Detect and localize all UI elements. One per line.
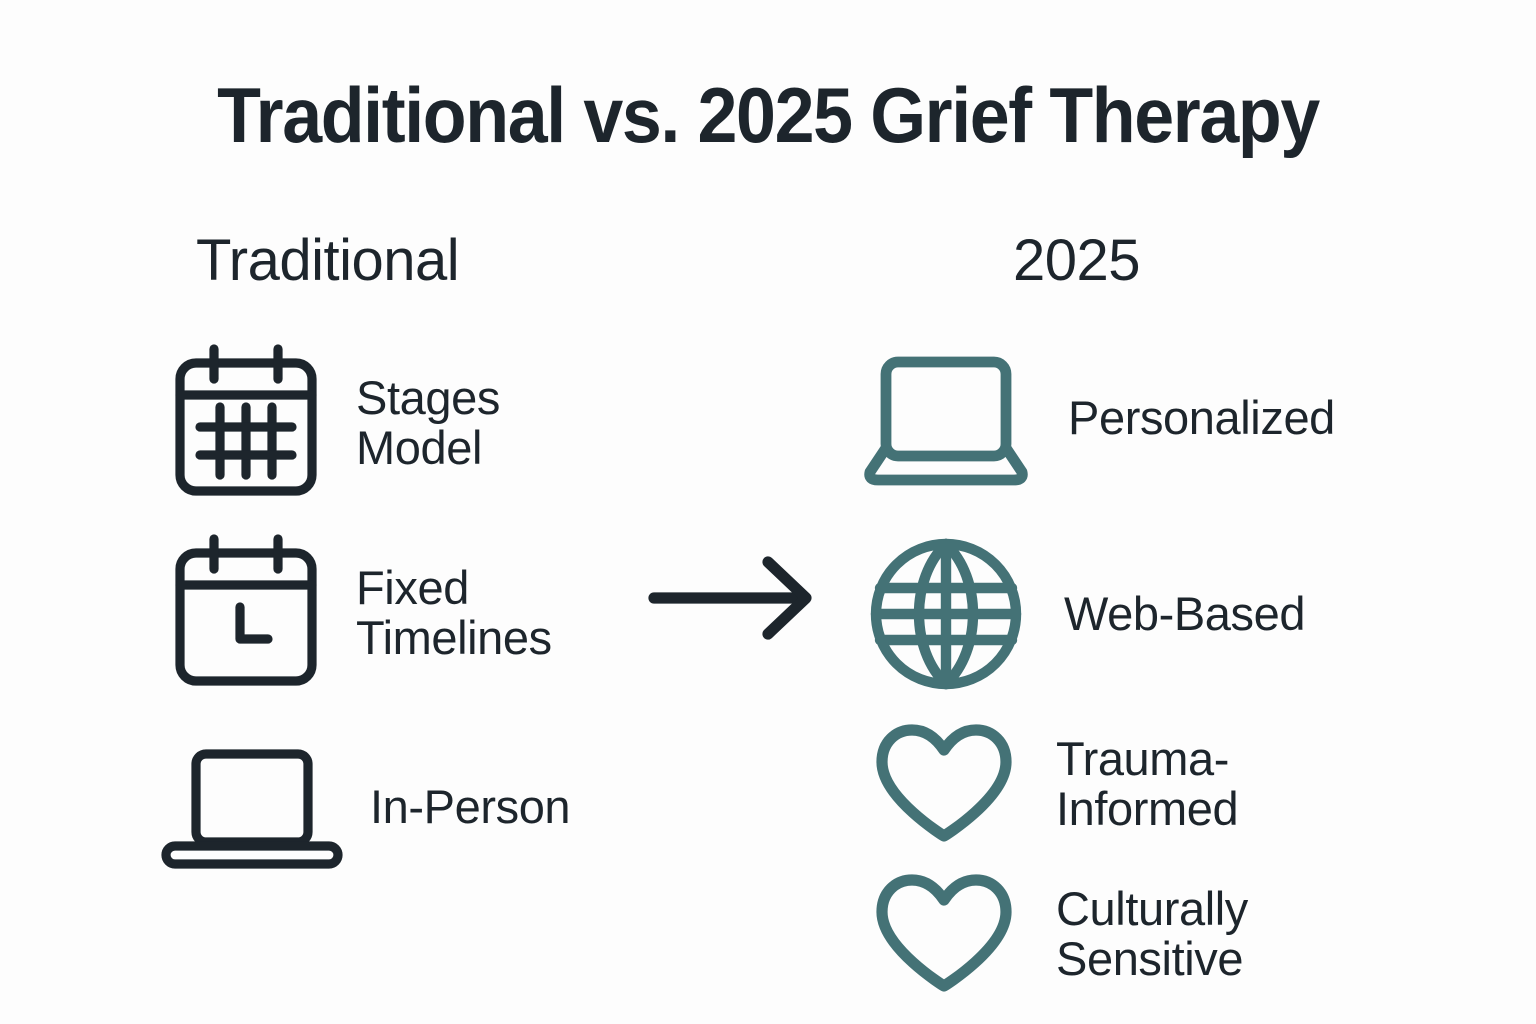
list-item[interactable]: In-Person <box>158 742 571 872</box>
laptop-icon <box>158 742 344 872</box>
list-item-label: Web-Based <box>1064 586 1306 640</box>
heart-icon <box>872 872 1016 996</box>
arrow-right-icon <box>648 556 820 640</box>
list-item[interactable]: Web-Based <box>866 534 1306 694</box>
list-item[interactable]: Culturally Sensitive <box>872 872 1248 996</box>
globe-icon <box>866 534 1026 694</box>
list-item-label: Culturally Sensitive <box>1056 881 1248 985</box>
list-item[interactable]: Personalized <box>862 348 1335 488</box>
list-item[interactable]: Stages Model <box>170 344 500 501</box>
calendar-grid-icon <box>170 344 322 501</box>
list-item-label: Stages Model <box>356 370 500 474</box>
calendar-clock-icon <box>170 534 322 691</box>
column-heading-2025: 2025 <box>1013 228 1141 293</box>
list-item-label: Fixed Timelines <box>356 560 552 664</box>
list-item-label: Trauma- Informed <box>1056 731 1239 835</box>
list-item[interactable]: Fixed Timelines <box>170 534 552 691</box>
laptop-icon <box>862 348 1030 488</box>
heart-icon <box>872 722 1016 846</box>
list-item-label: In-Person <box>370 779 571 833</box>
list-item-label: Personalized <box>1068 390 1335 444</box>
column-heading-traditional: Traditional <box>196 228 460 293</box>
list-item[interactable]: Trauma- Informed <box>872 722 1239 846</box>
page-title: Traditional vs. 2025 Grief Therapy <box>217 71 1320 159</box>
